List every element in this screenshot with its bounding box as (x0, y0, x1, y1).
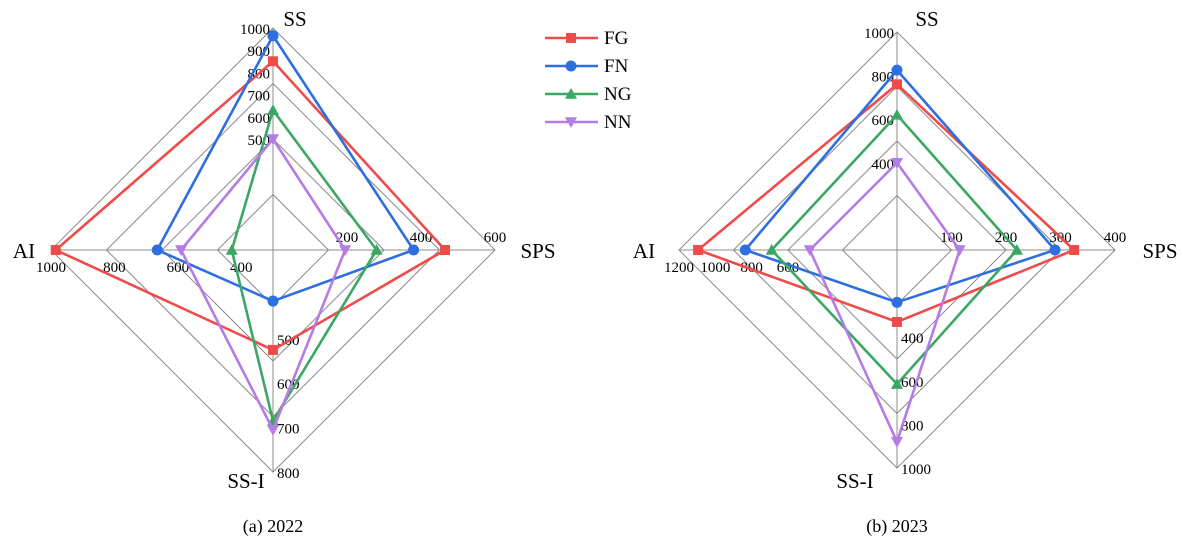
data-point-nn (267, 134, 279, 145)
axis-label-ss-i: SS-I (836, 469, 873, 493)
legend-label-fg: FG (604, 28, 629, 49)
data-point-fn (891, 64, 903, 76)
tick-label: 600 (248, 111, 271, 127)
data-point-fn (408, 244, 420, 256)
data-point-fn (267, 295, 279, 307)
legend-label-fn: FN (604, 56, 629, 77)
data-point-fg (892, 79, 902, 90)
data-point-fg (268, 56, 278, 67)
chart-caption: (a) 2022 (243, 516, 303, 537)
tick-label: 900 (248, 44, 271, 60)
data-point-fg (268, 344, 278, 355)
data-point-nn (891, 437, 903, 448)
axis-label-ss-i: SS-I (227, 469, 264, 493)
data-point-ng (370, 244, 383, 255)
tick-label: 700 (248, 89, 271, 105)
data-point-ng (891, 108, 903, 120)
data-point-ng (891, 378, 903, 389)
data-point-nn (267, 425, 279, 436)
tick-label: 800 (277, 466, 300, 482)
data-point-nn (891, 158, 903, 169)
tick-label: 800 (901, 418, 924, 434)
tick-label: 1000 (901, 462, 931, 478)
data-point-fg (1069, 245, 1080, 255)
tick-label: 800 (103, 260, 126, 276)
data-point-fn (267, 30, 279, 42)
legend: FG FN NG NN (545, 28, 632, 133)
legend-label-nn: NN (604, 112, 632, 133)
tick-label: 1000 (36, 260, 66, 276)
axis-label-ss: SS (283, 7, 306, 31)
data-point-fg (440, 245, 451, 255)
tick-label: 1000 (864, 26, 894, 42)
data-point-nn (339, 245, 352, 256)
data-point-fn (1049, 244, 1061, 256)
axis-label-ai: AI (13, 239, 35, 263)
tick-label: 600 (167, 260, 190, 276)
data-point-fn (891, 296, 903, 308)
tick-label: 700 (277, 422, 300, 438)
tick-label: 200 (336, 230, 359, 246)
tick-label: 1200 (664, 260, 694, 276)
legend-label-ng: NG (604, 84, 632, 105)
axis-label-ai: AI (633, 239, 655, 263)
series-line-ng (230, 108, 378, 423)
data-point-ng (1010, 244, 1023, 255)
data-point-fg (50, 245, 61, 255)
legend-marker-ng (565, 88, 577, 99)
axis-label-sps: SPS (520, 239, 555, 263)
data-point-nn (175, 245, 188, 256)
legend-marker-fg (566, 33, 576, 43)
chart-caption: (b) 2023 (866, 516, 928, 537)
legend-marker-fn (565, 60, 577, 72)
data-point-ng (225, 244, 238, 255)
tick-label: 1000 (240, 22, 270, 38)
data-point-fn (151, 244, 163, 256)
data-point-fg (892, 316, 902, 327)
axis-label-ss: SS (915, 7, 938, 31)
tick-label: 400 (230, 260, 253, 276)
data-point-fg (693, 245, 704, 255)
legend-marker-nn (565, 117, 577, 128)
tick-label: 400 (1104, 230, 1127, 246)
tick-label: 400 (872, 157, 895, 173)
series-line-nn (808, 161, 961, 444)
data-point-fn (739, 244, 751, 256)
data-point-nn (953, 245, 966, 256)
tick-label: 400 (410, 230, 433, 246)
data-point-nn (803, 245, 816, 256)
tick-label: 1000 (700, 260, 730, 276)
tick-label: 600 (484, 230, 507, 246)
tick-label: 400 (901, 331, 924, 347)
data-point-ng (267, 104, 279, 115)
axis-label-sps: SPS (1142, 239, 1177, 263)
data-point-ng (765, 244, 778, 255)
